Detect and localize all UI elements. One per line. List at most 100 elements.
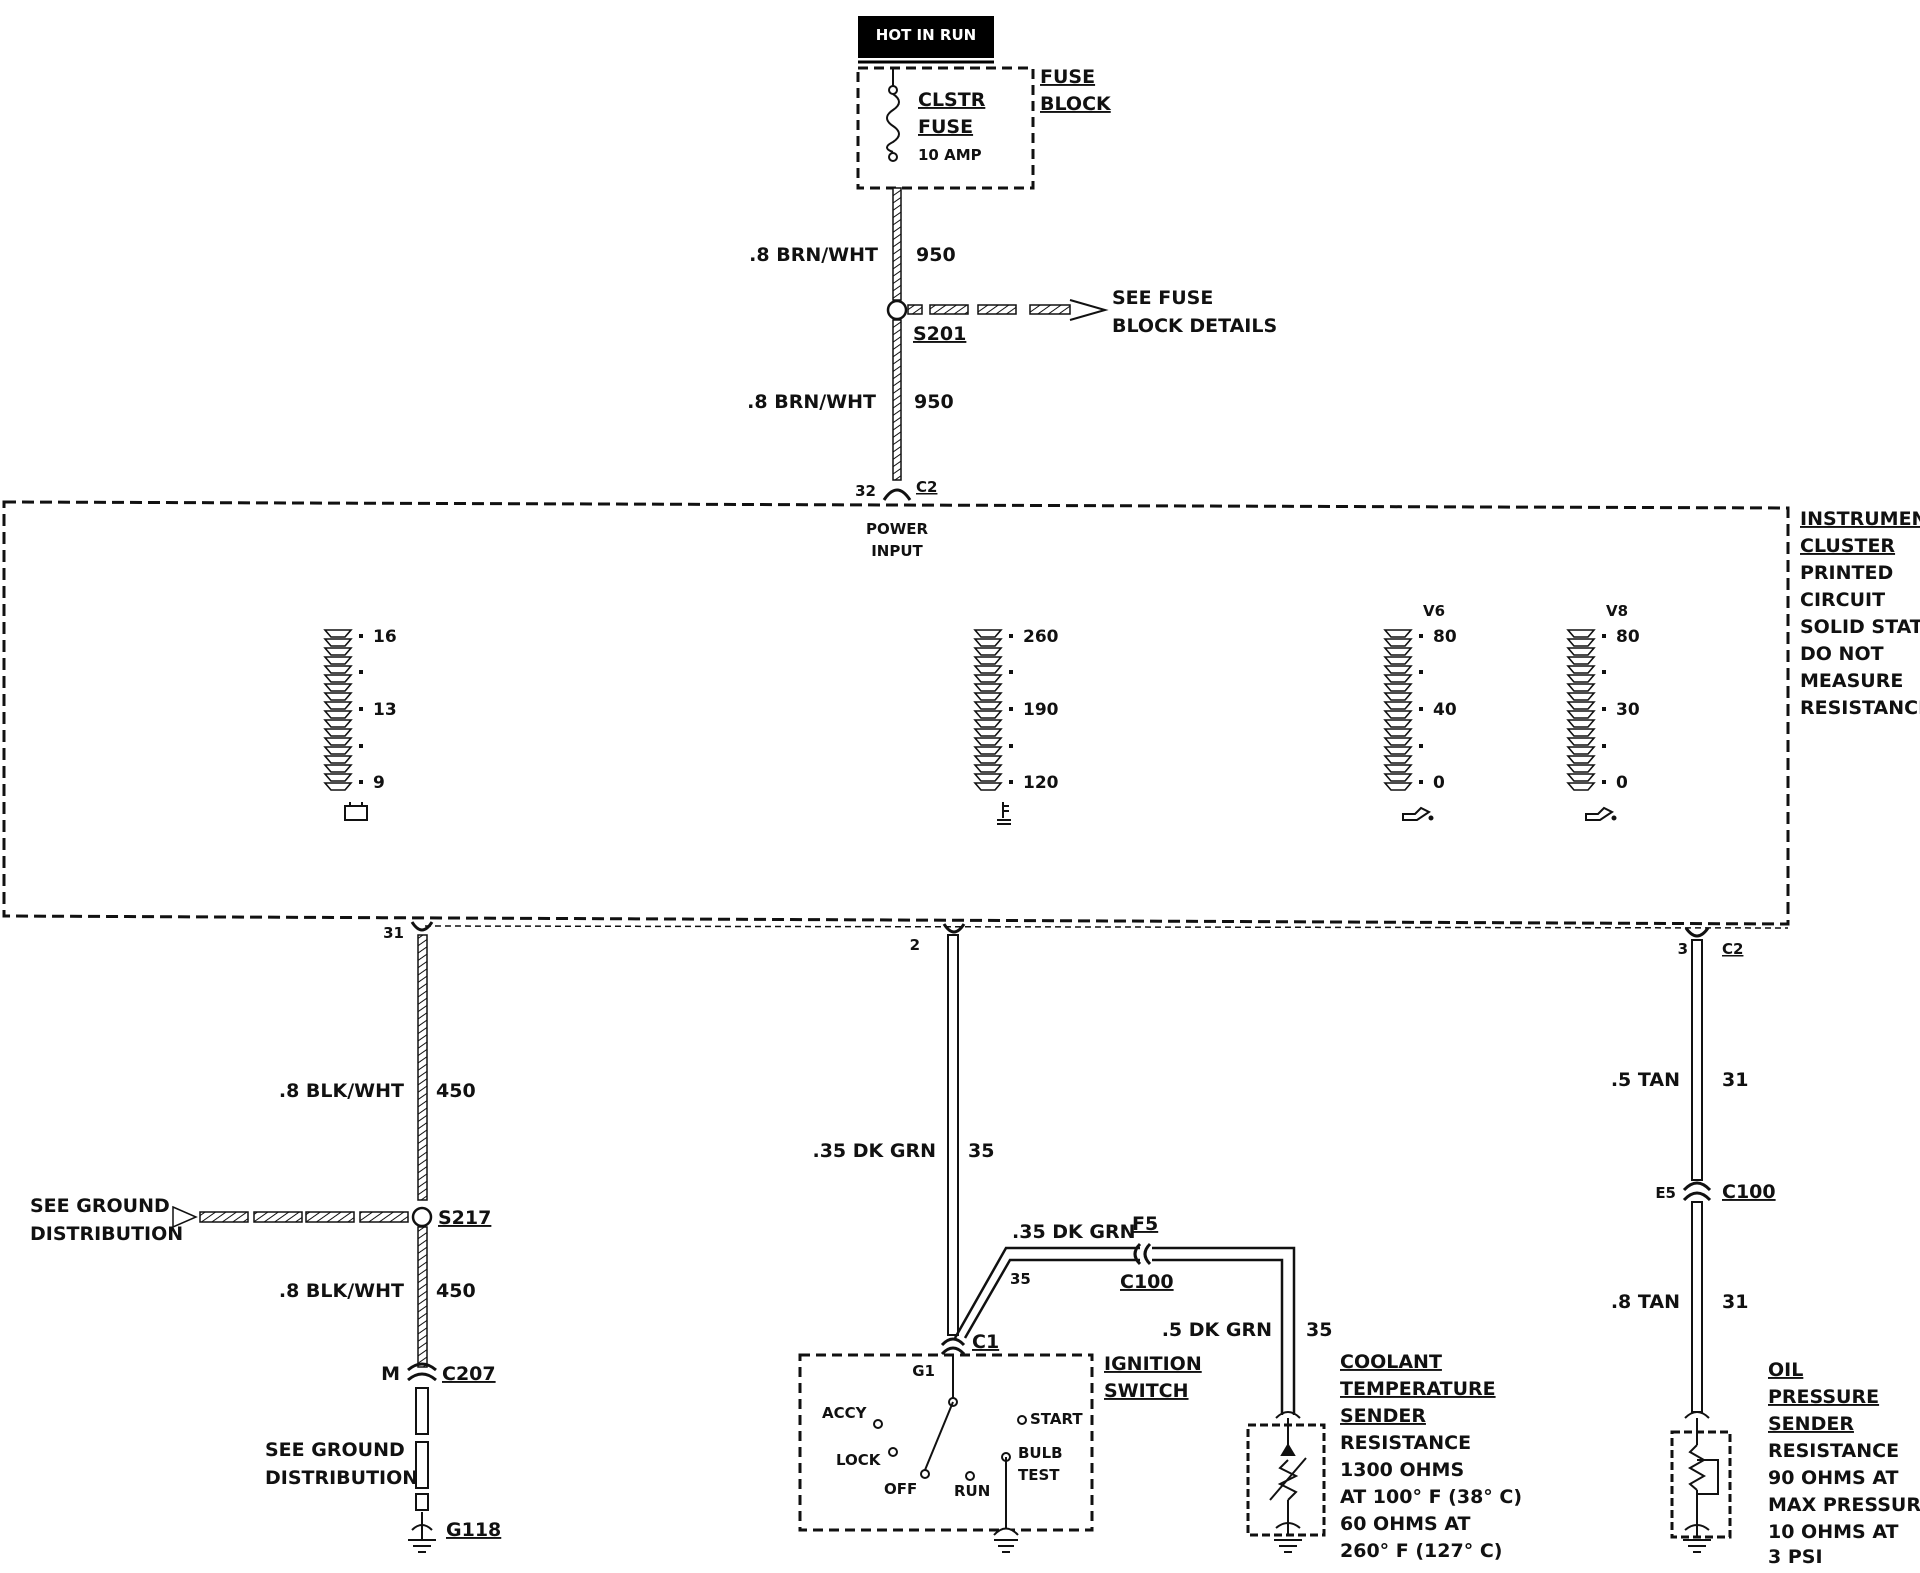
c207-label: C207 [442,1363,496,1385]
gauge-tick-mark [1602,634,1606,638]
wire-35-branch [953,1246,1140,1339]
wire-31-upper [1691,939,1703,1181]
cluster-bottom-bus [424,925,1789,929]
ign-start: START [1030,1410,1083,1428]
coolant-spec-4: 260° F (127° C) [1340,1540,1502,1562]
oil-sender-box [1670,1430,1732,1539]
e5-label: E5 [1655,1184,1676,1202]
gauge-oil-v8-bar [1566,629,1606,791]
ign-bulb-line1: BULB [1018,1444,1063,1462]
wire-31-upper-circuit: 31 [1722,1069,1748,1091]
gauge-segment [323,755,353,764]
gauge-segment [973,674,1003,683]
oil-spec-3: 10 OHMS AT [1768,1521,1899,1543]
gauge-segment [1566,719,1596,728]
power-pin: 32 [855,482,876,500]
gauge-segment [1383,728,1413,737]
ground-ref-line1: SEE GROUND [265,1439,405,1461]
c100-e5-label: C100 [1722,1181,1776,1203]
thermistor-icon [1269,1411,1307,1553]
gauge-volt-bar [323,629,363,791]
wire-35-coolant-circuit: 35 [1306,1319,1332,1341]
wire-35-main [947,934,959,1336]
connector-pin-3 [1684,927,1710,938]
s201-ref-line2: BLOCK DETAILS [1112,315,1277,337]
wire-950-upper [892,187,902,301]
coolant-spec-1: 1300 OHMS [1340,1459,1464,1481]
coolant-title-line2: TEMPERATURE [1340,1378,1496,1400]
gauge-segment [1566,665,1596,674]
wire-35-main-color: .35 DK GRN [812,1140,936,1162]
connector-c207 [407,1362,437,1382]
gauge-segment [973,746,1003,755]
cluster-note-1: CIRCUIT [1800,589,1885,611]
g1-label: G1 [912,1362,935,1380]
gauge-segment [1383,782,1413,791]
connector-pin-2 [942,923,966,934]
s217-ref-line2: DISTRIBUTION [30,1223,183,1245]
gauge-oil-v8-tick-mid: 30 [1616,700,1640,720]
oil-spec-0: RESISTANCE [1768,1440,1899,1462]
coolant-spec-3: 60 OHMS AT [1340,1513,1471,1535]
gauge-segment [973,764,1003,773]
gauge-segment [973,629,1003,638]
ign-run: RUN [954,1482,990,1500]
gauge-segment [1566,638,1596,647]
gauge-segment [1383,638,1413,647]
gauge-volt-tick-mid: 13 [373,700,397,720]
gauge-tick-mark [359,744,363,748]
gauge-segment [973,647,1003,656]
ign-lock: LOCK [836,1451,882,1469]
gauge-segment [323,746,353,755]
gauge-segment [1383,656,1413,665]
oil-title-line1: OIL [1768,1359,1803,1381]
wire-450-upper-color: .8 BLK/WHT [279,1080,404,1102]
variable-resistor-icon [1683,1411,1719,1553]
wire-450-upper-circuit: 450 [436,1080,476,1102]
g118-label: G118 [446,1519,501,1541]
gauge-tick-mark [1419,707,1423,711]
wire-31-lower [1691,1201,1703,1413]
gauge-tick-mark [1009,634,1013,638]
gauge-oil-v8-caption: V8 [1606,602,1628,620]
gauge-tick-mark [1419,634,1423,638]
gauge-segment [1383,701,1413,710]
gauge-oil-v8-tick-low: 0 [1616,773,1628,793]
wire-450-lower-color: .8 BLK/WHT [279,1280,404,1302]
gauge-segment [973,710,1003,719]
hot-in-run-box [858,16,994,58]
fuse-rating: 10 AMP [918,146,982,164]
wire-450-stub-3 [415,1493,429,1511]
gauge-segment [323,638,353,647]
gauge-segment [1383,629,1413,638]
wire-450-upper [417,934,428,1201]
power-input-line1: POWER [866,520,929,538]
pin-3-label: 3 [1678,940,1688,958]
fuse-name-line2: FUSE [918,116,973,138]
f5-label: F5 [1132,1213,1158,1235]
fuse-name-line1: CLSTR [918,89,986,111]
cluster-note-2: SOLID STATE [1800,616,1920,638]
splice-s201-label: S201 [913,323,966,345]
gauge-segment [973,773,1003,782]
gauge-segment [1566,755,1596,764]
oil-can-icon [1585,806,1617,821]
gauge-segment [323,665,353,674]
gauge-segment [973,782,1003,791]
gauge-segment [1566,764,1596,773]
s201-reference-arrow [907,299,1109,321]
power-conn: C2 [916,478,937,496]
s217-ref-line1: SEE GROUND [30,1195,170,1217]
oil-title-line2: PRESSURE [1768,1386,1879,1408]
gauge-segment [323,683,353,692]
gauge-segment [973,683,1003,692]
gauge-segment [323,701,353,710]
s201-ref-line1: SEE FUSE [1112,287,1213,309]
gauge-tick-mark [1602,670,1606,674]
s217-reference-arrow [172,1205,409,1229]
wire-450-lower-circuit: 450 [436,1280,476,1302]
c1-label: C1 [972,1331,999,1353]
fuse-block-label-line2: BLOCK [1040,93,1112,115]
gauge-segment [973,755,1003,764]
